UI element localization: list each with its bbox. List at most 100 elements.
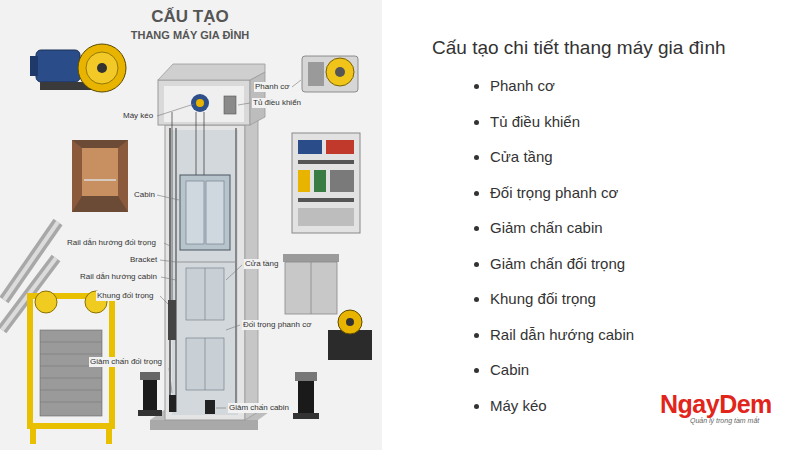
shaft-illustration: [150, 420, 258, 430]
control-cabinet: [326, 140, 354, 154]
list-item: Cửa tầng: [490, 148, 553, 166]
part-label: Rail dẫn hướng cabin: [79, 272, 158, 282]
buffer-illustration: [298, 381, 314, 413]
shaft-illustration: [204, 112, 205, 175]
list-item: Rail dẫn hướng cabin: [490, 326, 634, 344]
part-label: Đối trọng phanh cơ: [242, 320, 312, 330]
shaft-illustration: [158, 64, 265, 80]
buffer-illustration: [143, 380, 157, 410]
brake-illustration: [335, 67, 345, 77]
counterweight-frame: [40, 354, 102, 355]
leader-line: [216, 408, 226, 409]
list-item: Giảm chấn đối trọng: [490, 255, 625, 273]
cabin-photo: [82, 148, 118, 196]
counterweight-frame: [30, 291, 112, 444]
panel-subheading: THANG MÁY GIA ĐÌNH: [86, 28, 294, 42]
counterweight-frame: [40, 390, 102, 391]
part-label: Cửa tầng: [244, 259, 279, 269]
cabin-photo: [84, 179, 116, 181]
leader-line: [226, 325, 240, 330]
panel-ground: [0, 0, 382, 450]
counterweight-frame: [40, 342, 102, 343]
motor-illustration: [97, 63, 107, 73]
cabin-photo: [72, 140, 82, 212]
shaft-illustration: [186, 181, 204, 244]
leader-line: [169, 368, 172, 393]
shaft-illustration: [186, 338, 224, 390]
control-cabinet: [330, 170, 354, 192]
buffer-illustration: [295, 372, 317, 381]
motor-illustration: [78, 44, 126, 92]
control-cabinet: [298, 140, 322, 154]
shaft-illustration: [205, 338, 206, 390]
shaft-illustration: [180, 175, 230, 250]
leader-line: [161, 277, 176, 280]
leader-line: [160, 296, 168, 304]
buffer-illustration: [293, 413, 319, 419]
leader-line: [292, 80, 301, 87]
part-label: Rail dẫn hướng đối trọng: [66, 238, 157, 248]
part-label: Phanh cơ: [254, 82, 291, 92]
brand-tagline: Quản lý trong tầm mắt: [690, 417, 759, 425]
part-label: Cabin: [133, 190, 156, 200]
shaft-illustration: [175, 128, 176, 412]
list-item: Máy kéo: [490, 397, 547, 415]
control-cabinet: [298, 208, 354, 226]
part-label: Máy kéo: [122, 111, 154, 121]
heading-panel: CẤU TẠOTHANG MÁY GIA ĐÌNH: [86, 6, 294, 42]
motor-illustration: [86, 52, 118, 84]
brand-logo: NgayDem: [660, 390, 772, 418]
counterweight-frame: [106, 426, 112, 444]
brake-illustration: [326, 58, 354, 86]
leader-line: [157, 104, 194, 116]
part-label: Khung đối trọng: [96, 291, 155, 301]
landing-door: [283, 254, 339, 314]
buffer-illustration: [138, 372, 319, 419]
control-cabinet: [314, 170, 326, 192]
control-cabinet: [298, 198, 354, 202]
list-item: Giảm chấn cabin: [490, 219, 603, 237]
leader-line: [164, 243, 170, 246]
brake-counterweight: [346, 318, 354, 326]
landing-door: [311, 262, 312, 314]
cabin-photo: [72, 140, 128, 212]
leader-line: [160, 260, 176, 262]
cabin-photo: [118, 140, 128, 212]
motor-illustration: [36, 50, 80, 82]
shaft-illustration: [169, 395, 176, 412]
counterweight-frame: [30, 426, 36, 444]
motor-illustration: [30, 44, 126, 92]
control-cabinet: [298, 170, 310, 192]
shaft-illustration: [206, 181, 224, 244]
counterweight-frame: [35, 291, 57, 313]
shaft-illustration: [205, 268, 206, 320]
landing-door: [283, 254, 339, 262]
control-cabinet: [292, 133, 360, 233]
brake-illustration: [302, 56, 358, 92]
leader-line: [157, 195, 179, 200]
control-cabinet: [298, 160, 354, 164]
shaft-illustration: [186, 268, 224, 320]
buffer-illustration: [138, 410, 162, 416]
part-label: Giảm chấn đối trọng: [89, 357, 163, 367]
list-item: Phanh cơ: [490, 77, 555, 95]
shaft-illustration: [165, 125, 245, 420]
shaft-illustration: [176, 262, 236, 263]
control-cabinet: [292, 133, 360, 233]
landing-door: [285, 262, 337, 314]
shaft-illustration: [245, 118, 258, 420]
buffer-illustration: [140, 372, 160, 380]
list-item: Đối trọng phanh cơ: [490, 184, 618, 202]
shaft-illustration: [205, 400, 215, 414]
shaft-illustration: [168, 300, 176, 340]
counterweight-frame: [40, 402, 102, 403]
brake-counterweight: [328, 310, 372, 360]
shaft-illustration: [224, 96, 236, 114]
list-item: Cabin: [490, 361, 529, 379]
shaft-illustration: [172, 130, 238, 415]
shaft-illustration: [191, 94, 209, 112]
panel-ground: [0, 0, 382, 450]
brake-counterweight: [338, 310, 362, 334]
